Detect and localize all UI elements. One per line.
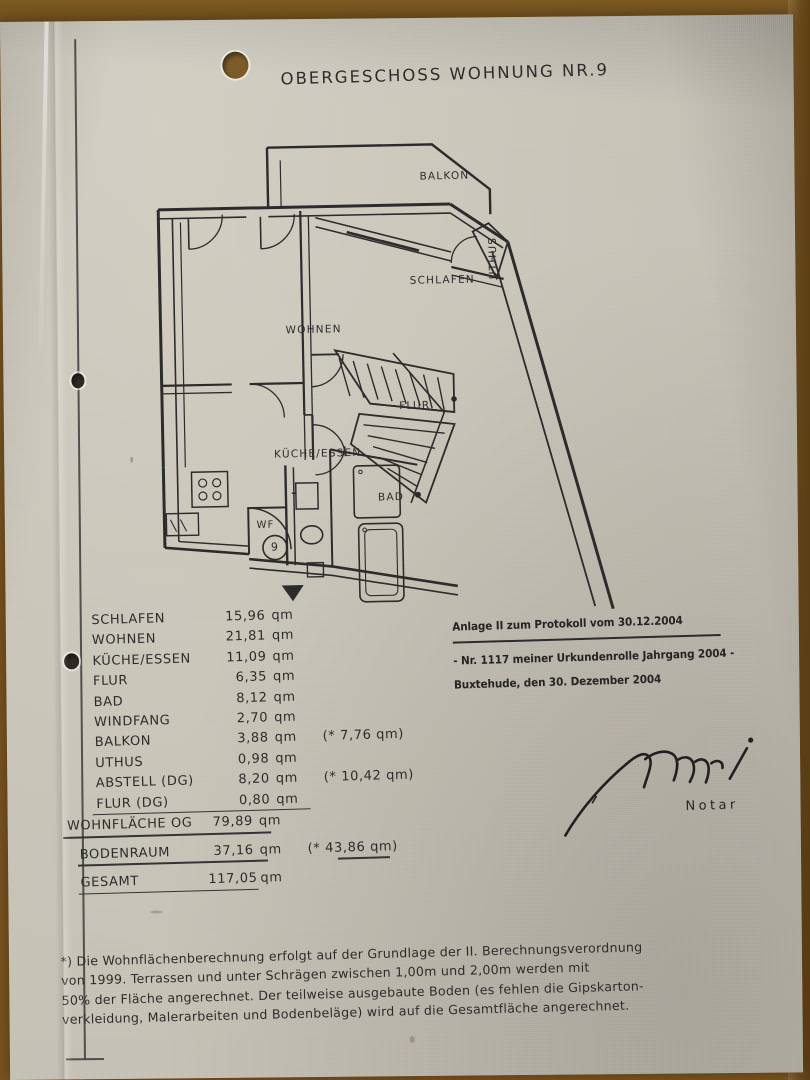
area-name: ABSTELL (DG) — [95, 773, 195, 792]
table-row: WOHNEN 21,81 qm — [92, 628, 294, 654]
footnote-text: *) Die Wohnflächenberechnung erfolgt auf… — [60, 934, 768, 1029]
area-name: SCHLAFEN — [91, 611, 166, 629]
roll-number-line: - Nr. 1117 meiner Urkundenrolle Jahrgang… — [453, 646, 735, 668]
label-balkon: BALKON — [419, 169, 470, 183]
label-kueche-essen: KÜCHE/ESSEN — [273, 446, 362, 461]
area-unit: qm — [271, 607, 294, 624]
area-value: 79,89 — [212, 813, 254, 830]
punch-hole-middle — [71, 373, 85, 389]
area-name: FLUR (DG) — [96, 794, 169, 812]
area-value: 21,81 — [225, 628, 267, 645]
table-row: KÜCHE/ESSEN 11,09 qm — [92, 648, 294, 674]
table-row: FLUR (DG) 0,80 qm — [92, 791, 311, 817]
area-unit: qm — [260, 869, 283, 886]
page-title: OBERGESCHOSS WOHNUNG NR.9 — [280, 60, 610, 89]
notary-signature — [564, 737, 754, 837]
label-unit-number: 9 — [270, 540, 279, 554]
area-unit: qm — [272, 668, 296, 685]
paper-torn-edge — [38, 21, 49, 352]
area-value: 37,16 — [213, 843, 254, 860]
area-name: WOHNEN — [91, 631, 157, 649]
area-unit: qm — [258, 813, 282, 829]
area-name: WOHNFLÄCHE OG — [66, 815, 193, 834]
area-table: SCHLAFEN 15,96 qm WOHNEN 21,81 qm KÜCHE/… — [63, 608, 415, 895]
paper-speck — [150, 910, 163, 914]
area-value: 6,35 — [235, 669, 268, 686]
area-unit: qm — [274, 730, 297, 746]
area-unit: qm — [273, 709, 297, 726]
label-wohnen: WOHNEN — [285, 323, 342, 337]
area-name: BALKON — [94, 733, 152, 751]
notary-divider — [452, 633, 721, 644]
notary-role-label: Notar — [685, 797, 739, 815]
area-note: (* 43,86 qm) — [307, 839, 399, 857]
label-uthus: UTHUS — [486, 236, 500, 280]
table-row-total: GESAMT 117,05 qm — [78, 870, 283, 895]
area-unit: qm — [272, 648, 295, 665]
area-value: 0,80 — [238, 791, 271, 808]
margin-rule-tick — [65, 1058, 104, 1061]
paper-speck — [409, 1036, 415, 1044]
area-unit: qm — [271, 628, 295, 644]
table-row-total: WOHNFLÄCHE OG 79,89 qm — [63, 813, 281, 839]
area-note: (* 7,76 qm) — [322, 727, 405, 745]
area-unit: qm — [273, 689, 296, 705]
area-value: 0,98 — [237, 751, 270, 767]
floorplan-drawing: BALKON UTHUS SCHLAFEN WOHNEN FLUR KÜCHE/… — [148, 109, 628, 618]
area-value: 117,05 — [208, 870, 258, 887]
area-name: UTHUS — [95, 754, 144, 771]
table-row: SCHLAFEN 15,96 qm — [91, 608, 293, 633]
label-flur: FLUR — [399, 399, 431, 413]
table-row: UTHUS 0,98 qm — [95, 750, 297, 776]
area-name: BAD — [93, 693, 124, 710]
area-value: 8,20 — [238, 771, 270, 788]
area-unit: qm — [275, 770, 299, 787]
table-row: WINDFANG 2,70 qm — [94, 710, 296, 735]
table-row-total: BODENRAUM 37,16 qm (* 43,86 qm) — [78, 839, 398, 867]
document-sheet: OBERGESCHOSS WOHNUNG NR.9 — [0, 14, 804, 1080]
punch-hole-lower — [64, 653, 80, 670]
area-value: 11,09 — [226, 649, 267, 666]
notary-block: Anlage II zum Protokoll vom 30.12.2004 -… — [452, 612, 764, 837]
table-row: FLUR 6,35 qm — [93, 669, 295, 694]
punch-hole-top — [222, 51, 249, 79]
table-row: BAD 8,12 qm — [93, 689, 295, 715]
paper-fold-crease — [46, 21, 74, 1080]
area-value: 8,12 — [236, 689, 268, 706]
area-name: BODENRAUM — [79, 845, 171, 863]
area-name: WINDFANG — [93, 713, 171, 731]
area-unit: qm — [259, 842, 283, 858]
margin-rule-line — [74, 39, 86, 1060]
table-row: ABSTELL (DG) 8,20 qm (* 10,42 qm) — [96, 768, 415, 796]
label-schlafen: SCHLAFEN — [409, 273, 476, 287]
place-date-line: Buxtehude, den 30. Dezember 2004 — [453, 672, 662, 692]
note-underline — [337, 856, 390, 860]
area-value: 15,96 — [224, 608, 266, 625]
area-name: KÜCHE/ESSEN — [92, 651, 192, 669]
area-unit: qm — [275, 750, 298, 766]
label-wf: WF — [256, 519, 275, 531]
area-note: (* 10,42 qm) — [323, 767, 415, 786]
area-value: 2,70 — [236, 710, 269, 727]
entrance-arrow-icon — [281, 585, 304, 602]
area-name: FLUR — [92, 673, 129, 690]
floorplan-svg — [156, 143, 615, 610]
area-name: GESAMT — [80, 873, 140, 891]
label-bad: BAD — [377, 491, 405, 504]
paper-speck — [130, 456, 134, 463]
table-row: BALKON 3,88 qm (* 7,76 qm) — [95, 727, 405, 755]
area-value: 3,88 — [237, 730, 269, 747]
attachment-line: Anlage II zum Protokoll vom 30.12.2004 — [452, 614, 683, 634]
area-unit: qm — [276, 791, 299, 807]
